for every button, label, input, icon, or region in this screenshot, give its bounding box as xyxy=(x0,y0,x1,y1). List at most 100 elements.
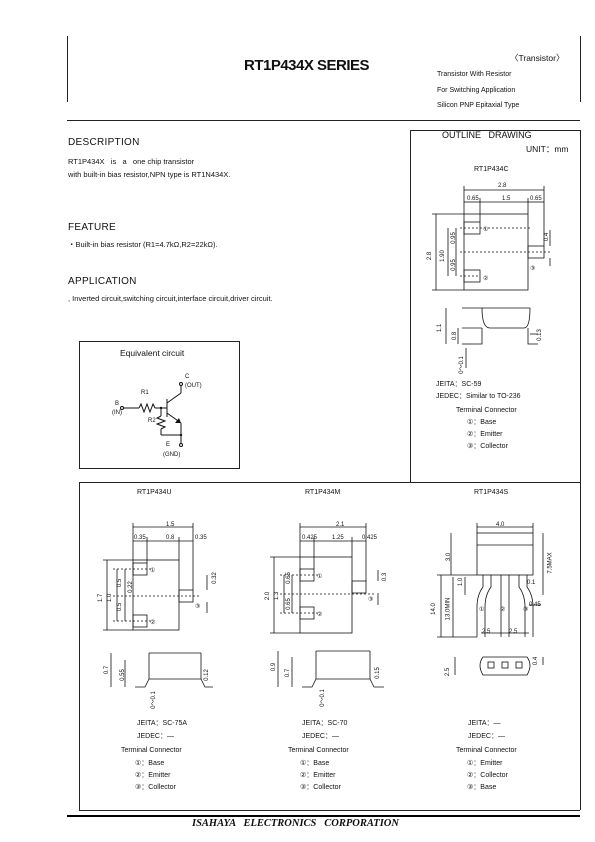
c-dim-p: 1.90 xyxy=(439,250,446,262)
svg-text:①: ① xyxy=(483,226,488,233)
s-dim-t1: 2.5 xyxy=(445,667,452,677)
s-dim-h1: 3.0 xyxy=(446,552,453,562)
c-terminal-title: Terminal Connector xyxy=(456,407,517,414)
m-dim-t4: 0〜0.1 xyxy=(319,689,326,707)
c-dim-h: 2.8 xyxy=(427,251,434,261)
u-dim-h: 1.7 xyxy=(98,593,105,603)
circuit-label-e-sub: (GND) xyxy=(163,452,181,458)
u-dim-w: 1.5 xyxy=(166,522,175,528)
circuit-label-b: B xyxy=(115,401,120,407)
equivalent-circuit-diagram xyxy=(120,382,183,447)
application-heading: APPLICATION xyxy=(68,276,137,287)
package-m-drawing: ① ② ③ xyxy=(270,523,384,688)
s-terminal-1: ①：Emitter xyxy=(467,760,503,767)
m-terminal-1: ①：Base xyxy=(300,760,330,767)
c-jedec: JEDEC：Similar to TO-236 xyxy=(436,393,521,400)
s-dim-f: 2.5 xyxy=(482,629,491,635)
c-dim-w: 2.8 xyxy=(498,183,507,189)
m-dim-pin: 0.3 xyxy=(382,572,389,582)
outline-frame-right xyxy=(580,130,581,810)
circuit-label-c-sub: (OUT) xyxy=(185,383,202,389)
c-dim-pin: 0.4 xyxy=(544,232,551,242)
header-divider xyxy=(67,120,580,121)
u-dim-t4: 0〜0.1 xyxy=(150,691,157,709)
s-dim-c: 14.0 xyxy=(430,603,437,615)
u-dim-t2: 0.55 xyxy=(119,669,126,681)
svg-text:②: ② xyxy=(317,611,322,618)
m-dim-h: 2.0 xyxy=(265,591,272,601)
u-dim-b: 0.8 xyxy=(166,535,175,541)
svg-text:③: ③ xyxy=(368,596,373,603)
m-dim-a: 0.425 xyxy=(302,535,318,541)
svg-text:②: ② xyxy=(150,619,155,626)
c-dim-b: 1.5 xyxy=(502,196,511,202)
m-dim-q2: 0.65 xyxy=(285,598,292,610)
package-s-name: RT1P434S xyxy=(474,489,509,496)
c-terminal-2: ②：Emitter xyxy=(467,431,503,438)
s-terminal-3: ③：Base xyxy=(467,784,497,791)
bottom-frame-top xyxy=(79,482,580,483)
c-dim-t4: 0〜0.1 xyxy=(458,356,465,374)
u-terminal-2: ②：Emitter xyxy=(135,772,171,779)
frame-right-line xyxy=(580,36,581,102)
package-c-drawing: ① ② ③ xyxy=(432,186,551,368)
s-jeita: JEITA：― xyxy=(468,720,501,727)
u-terminal-1: ①：Base xyxy=(135,760,165,767)
page-title: RT1P434X SERIES xyxy=(244,57,370,74)
package-m-name: RT1P434M xyxy=(305,489,341,496)
u-dim-r: 0.22 xyxy=(127,581,134,593)
feature-text: ・Built-in bias resistor (R1=4.7kΩ,R2=22k… xyxy=(68,240,218,249)
equivalent-circuit-box xyxy=(79,341,240,469)
m-dim-q1: 0.65 xyxy=(285,572,292,584)
s-jedec: JEDEC：― xyxy=(468,733,505,740)
outline-frame-left xyxy=(410,130,411,482)
bottom-frame-bottom xyxy=(79,810,580,811)
package-s-drawing: ① ② ③ xyxy=(437,523,544,676)
svg-text:②: ② xyxy=(483,275,488,282)
m-jedec: JEDEC：― xyxy=(302,733,339,740)
outline-frame-top xyxy=(410,130,580,131)
s-dim-h2: 7.5MAX xyxy=(547,552,554,574)
c-dim-t2: 0.8 xyxy=(452,331,459,341)
s-terminal-title: Terminal Connector xyxy=(456,747,517,754)
s-dim-d: 13.0MIN xyxy=(445,597,452,621)
header-desc-line-1: Transistor With Resistor xyxy=(437,71,512,78)
u-dim-t1: 0.7 xyxy=(104,665,111,675)
bottom-frame-left xyxy=(79,482,80,810)
svg-text:①: ① xyxy=(150,567,155,574)
circuit-label-r1: R1 xyxy=(141,390,149,396)
m-jeita: JEITA：SC-70 xyxy=(302,720,348,727)
m-dim-t1: 0.9 xyxy=(271,662,278,672)
s-dim-t2: 0.4 xyxy=(533,656,540,666)
c-dim-t3: 0.13 xyxy=(536,329,543,341)
footer-rule xyxy=(67,815,580,817)
package-u-name: RT1P434U xyxy=(137,489,172,496)
equivalent-circuit-title: Equivalent circuit xyxy=(120,348,185,358)
s-dim-a: 1.0 xyxy=(458,577,465,587)
u-jeita: JEITA：SC-75A xyxy=(137,720,188,727)
c-dim-q1: 0.95 xyxy=(450,232,457,244)
outline-heading: OUTLINE DRAWING xyxy=(442,130,532,140)
frame-left-line xyxy=(67,36,68,102)
m-terminal-3: ③：Collector xyxy=(300,784,341,791)
description-heading: DESCRIPTION xyxy=(68,137,140,148)
application-text: , Inverted circuit,switching circuit,int… xyxy=(68,294,273,303)
u-jedec: JEDEC：― xyxy=(137,733,174,740)
u-dim-p: 1.0 xyxy=(107,593,114,603)
u-terminal-title: Terminal Connector xyxy=(121,747,182,754)
description-line-1: RT1P434X is a one chip transistor xyxy=(68,157,195,166)
category-label: 〈Transistor〉 xyxy=(510,53,565,63)
svg-text:①: ① xyxy=(479,606,484,613)
u-dim-c: 0.35 xyxy=(195,535,207,541)
s-dim-e: 0.45 xyxy=(529,602,541,608)
header-desc-line-3: Silicon PNP Epitaxial Type xyxy=(437,102,520,109)
m-dim-t2: 0.7 xyxy=(285,668,292,678)
circuit-label-e: E xyxy=(166,442,171,448)
circuit-label-b-sub: (IN) xyxy=(112,410,122,416)
c-dim-c: 0.65 xyxy=(530,196,542,202)
u-dim-t3: 0.12 xyxy=(203,669,210,681)
m-dim-w: 2.1 xyxy=(336,522,345,528)
u-dim-q2: 0.5 xyxy=(117,602,124,612)
m-dim-c: 0.425 xyxy=(362,535,378,541)
package-u-drawing: ① ② ③ xyxy=(103,523,213,688)
